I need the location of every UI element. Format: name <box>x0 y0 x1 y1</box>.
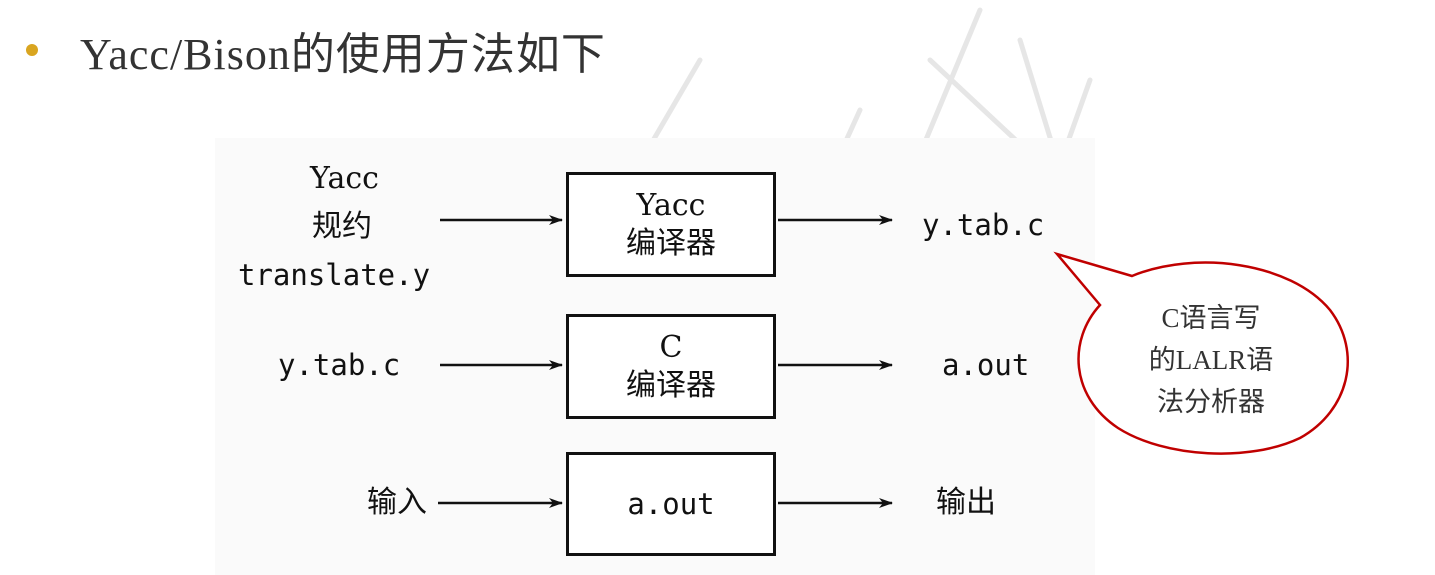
callout-line3: 法分析器 <box>1157 387 1265 417</box>
callout-line1: C语言写 <box>1161 303 1261 333</box>
speech-callout-shape <box>1053 251 1349 455</box>
row2-input: y.tab.c <box>278 348 401 382</box>
yacc-compiler-line2: 编译器 <box>626 225 716 261</box>
row3-input: 输入 <box>367 485 427 520</box>
c-compiler-box: C 编译器 <box>566 314 776 419</box>
row1-input-line3: translate.y <box>238 258 431 292</box>
callout-line2: 的LALR语 <box>1148 345 1274 375</box>
c-compiler-line1: C <box>659 329 683 365</box>
a-out-box: a.out <box>566 452 776 556</box>
row2-output: a.out <box>942 348 1030 382</box>
row1-output: y.tab.c <box>922 208 1045 242</box>
c-compiler-line2: 编译器 <box>626 367 716 403</box>
row1-input-line2: 规约 <box>312 209 372 244</box>
row3-output: 输出 <box>936 485 996 520</box>
yacc-compiler-line1: Yacc <box>636 187 706 223</box>
dot-bullet-icon <box>26 44 38 56</box>
slide-heading: Yacc/Bison的使用方法如下 <box>80 30 606 79</box>
a-out-box-label: a.out <box>627 487 715 521</box>
row1-input-line1: Yacc <box>310 161 379 196</box>
speech-callout-text: C语言写 的LALR语 法分析器 <box>1100 297 1322 423</box>
yacc-compiler-box: Yacc 编译器 <box>566 172 776 277</box>
